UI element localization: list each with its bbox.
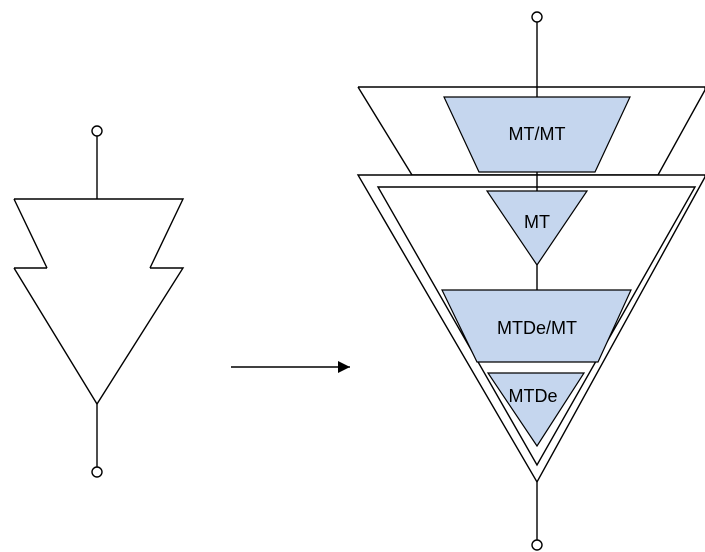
left-bottom-terminal <box>91 466 103 478</box>
left-symbol <box>13 125 185 478</box>
block-mtde <box>486 372 586 448</box>
block-mt-mt <box>443 96 631 173</box>
block-mt <box>485 190 589 267</box>
block-mt-label: MT <box>524 212 550 232</box>
block-mtde-mt-label: MTDe/MT <box>497 318 577 338</box>
left-top-terminal <box>91 125 103 137</box>
right-top-terminal <box>531 11 543 23</box>
block-mtde-label: MTDe <box>509 386 558 406</box>
left-lower-triangle <box>13 267 185 406</box>
left-upper-chevron <box>13 198 185 269</box>
right-symbol: MT/MT MT MTDe/MT MTDe <box>356 11 705 551</box>
block-mt-mt-label: MT/MT <box>509 124 566 144</box>
right-bottom-terminal <box>531 539 543 551</box>
block-mtde-mt <box>441 289 632 363</box>
